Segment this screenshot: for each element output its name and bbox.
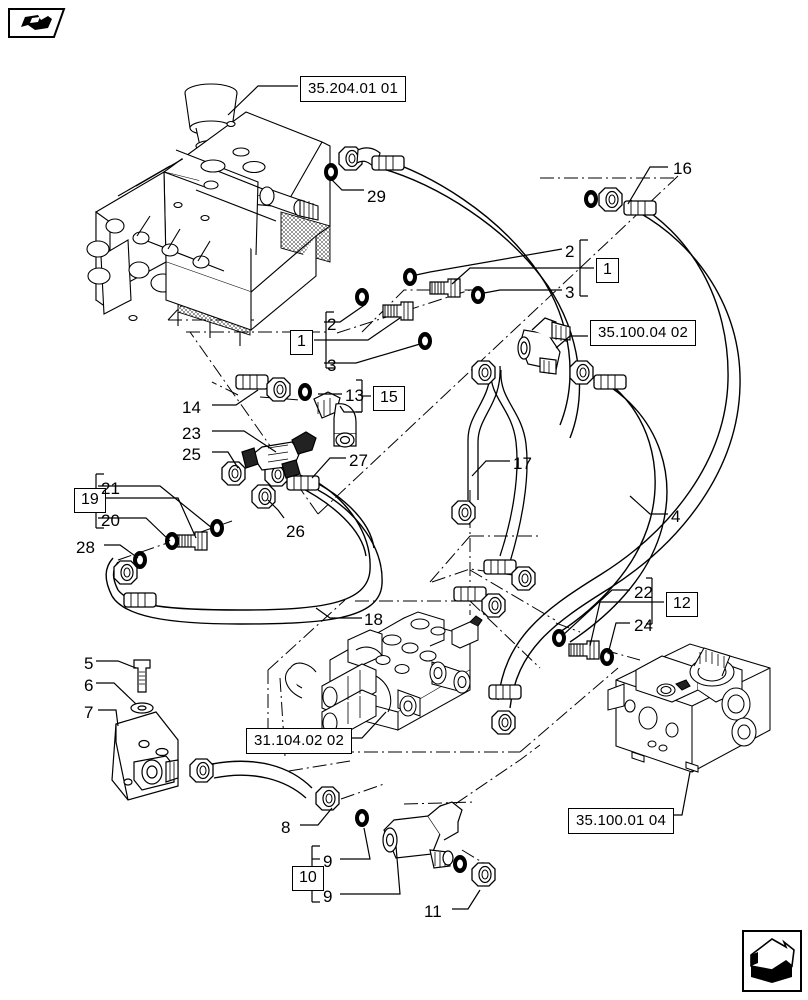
hose-8 (211, 760, 313, 799)
stud-fitting-19 (176, 531, 208, 551)
boxed-number-1-lower[interactable]: 1 (290, 330, 313, 355)
boxed-number-19[interactable]: 19 (74, 488, 106, 513)
leader-lines (90, 85, 691, 910)
item-number-9-upper[interactable]: 9 (323, 852, 333, 871)
remote-control-valve-stack (86, 83, 331, 346)
item-number-6[interactable]: 6 (84, 676, 94, 695)
hose-16-long (497, 199, 741, 709)
item-number-16[interactable]: 16 (673, 159, 692, 178)
item-number-3-lower[interactable]: 3 (327, 356, 337, 375)
hose-16-endfitting (598, 187, 657, 216)
reference-box-35-100-01-04[interactable]: 35.100.01 04 (568, 808, 674, 834)
tee-fitting-upper (517, 317, 571, 375)
tee-fitting-23 (241, 431, 317, 479)
item-number-22[interactable]: 22 (634, 583, 653, 602)
item-number-2-lower[interactable]: 2 (327, 315, 337, 334)
boxed-number-1-upper[interactable]: 1 (596, 258, 619, 283)
tube-17-hex-lower (451, 500, 476, 525)
item-number-25[interactable]: 25 (182, 445, 201, 464)
oring-9-lower (453, 855, 467, 873)
reference-box-31-104-02-02[interactable]: 31.104.02 02 (246, 728, 352, 754)
oring-24 (600, 648, 614, 666)
oring-13 (298, 383, 312, 401)
boxed-number-12[interactable]: 12 (666, 592, 698, 617)
boxed-number-10[interactable]: 10 (292, 866, 324, 891)
item-number-2-upper[interactable]: 2 (565, 242, 575, 261)
hose-4-endfitting (569, 360, 627, 390)
nut-11 (471, 862, 496, 887)
stud-fitting-1-lower (382, 301, 414, 321)
priority-valve-block (285, 611, 483, 739)
washer-6 (130, 702, 154, 714)
elbow-fitting-15 (313, 391, 357, 448)
oring-22 (552, 629, 566, 647)
item-number-20[interactable]: 20 (101, 511, 120, 530)
item-number-14[interactable]: 14 (182, 398, 201, 417)
item-number-23[interactable]: 23 (182, 424, 201, 443)
item-number-24[interactable]: 24 (634, 616, 653, 635)
brand-arrow-icon (742, 930, 802, 992)
item-number-8[interactable]: 8 (281, 818, 291, 837)
hose-4-long (559, 377, 668, 643)
item-number-4[interactable]: 4 (671, 507, 681, 526)
tube-17-end-fittings (453, 559, 536, 618)
item-number-5[interactable]: 5 (84, 654, 94, 673)
reference-box-35-204-01-01[interactable]: 35.204.01 01 (300, 76, 406, 102)
oring-29 (324, 163, 338, 181)
item-number-21[interactable]: 21 (101, 479, 120, 498)
item-number-9-lower[interactable]: 9 (323, 887, 333, 906)
oring-2-upper (403, 268, 417, 286)
oring-3-lower (418, 332, 432, 350)
oring-16 (584, 190, 598, 208)
mounting-bracket (111, 711, 179, 801)
item-number-17[interactable]: 17 (513, 454, 532, 473)
hose-16-lower-end (488, 684, 522, 735)
hose-8-left-end (189, 758, 214, 783)
tube-17-hex-upper (471, 360, 496, 385)
oring-9-upper (355, 809, 369, 827)
oring-2-lower (355, 288, 369, 306)
item-number-11[interactable]: 11 (424, 902, 442, 921)
oring-3-upper (471, 286, 485, 304)
stud-fitting-1-upper (429, 278, 461, 298)
tee-fitting-lower (382, 801, 463, 869)
oring-21 (210, 519, 224, 537)
stud-fitting-12 (568, 640, 600, 660)
boxed-number-15[interactable]: 15 (373, 386, 405, 411)
brand-flag-icon (8, 8, 66, 38)
nut-26 (251, 484, 276, 509)
hose-8-right-end (315, 786, 340, 811)
hydraulic-pump-body (607, 643, 771, 773)
oring-20 (165, 532, 179, 550)
bolt-5 (133, 659, 151, 693)
hose-18-left-endfitting (113, 560, 157, 608)
item-number-7[interactable]: 7 (84, 703, 94, 722)
item-number-29[interactable]: 29 (367, 187, 386, 206)
item-number-26[interactable]: 26 (286, 522, 305, 541)
hose-29-endfitting (338, 146, 405, 171)
item-number-27[interactable]: 27 (349, 451, 368, 470)
reference-box-35-100-04-02[interactable]: 35.100.04 02 (590, 320, 696, 346)
item-number-13[interactable]: 13 (345, 386, 364, 405)
item-number-28[interactable]: 28 (76, 538, 95, 557)
item-number-3-upper[interactable]: 3 (565, 283, 575, 302)
oring-28 (133, 551, 147, 569)
nut-25 (221, 461, 246, 486)
item-number-18[interactable]: 18 (364, 610, 383, 629)
